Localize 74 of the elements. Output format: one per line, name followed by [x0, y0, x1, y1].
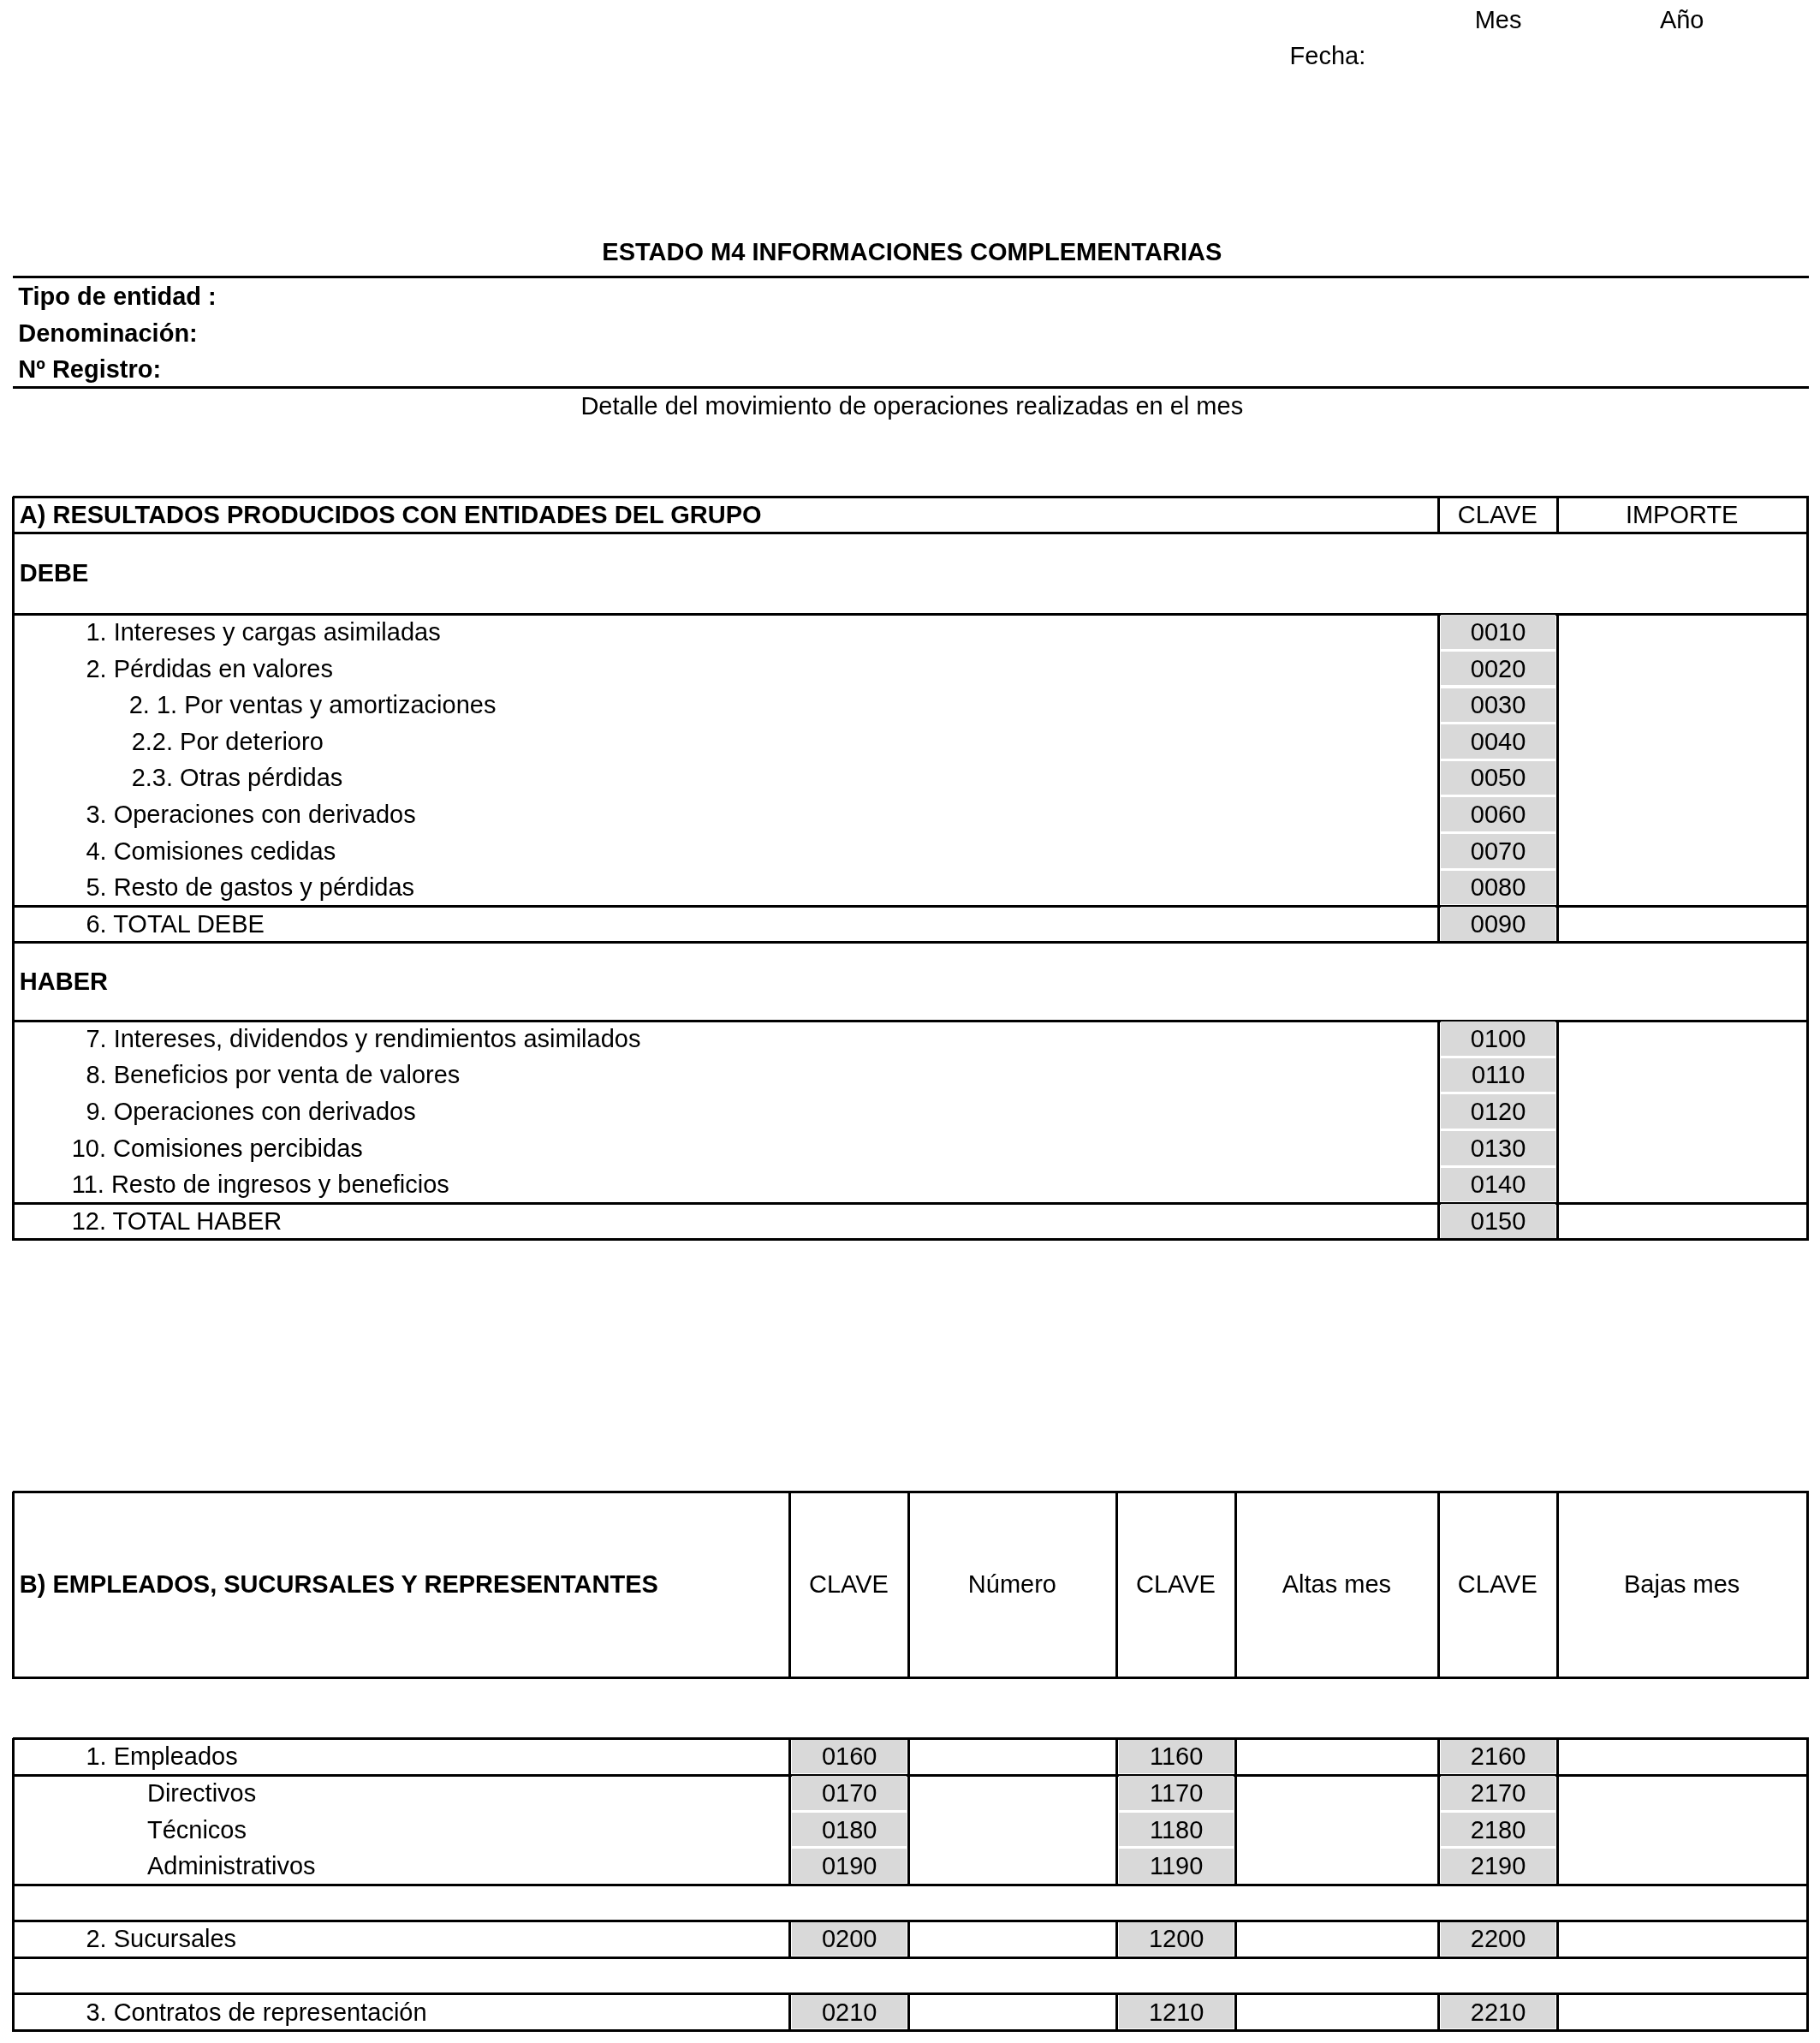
section-heading: B) EMPLEADOS, SUCURSALES Y REPRESENTANTES: [18, 1569, 659, 1600]
row-label: 9. Operaciones con derivados: [85, 1097, 417, 1127]
key-code: 0150: [1441, 1204, 1556, 1238]
row-label: 10. Comisiones percibidas: [70, 1133, 364, 1164]
key-code: 0130: [1441, 1130, 1556, 1165]
key-code: 0080: [1441, 870, 1556, 905]
field-label: Mes: [1473, 4, 1523, 35]
key-code: 0020: [1441, 651, 1556, 686]
key-code: 1170: [1119, 1776, 1234, 1810]
subtitle-text: Detalle del movimiento de operaciones realizadas en el mes: [580, 390, 1245, 421]
row-label: 1. Intereses y cargas asimiladas: [85, 616, 442, 647]
key-code: 2190: [1441, 1849, 1556, 1884]
row-label: 4. Comisiones cedidas: [85, 836, 337, 867]
key-code: 2160: [1441, 1739, 1556, 1774]
key-code: 0120: [1441, 1094, 1556, 1129]
key-code: 0180: [792, 1812, 907, 1847]
key-code: 1200: [1119, 1921, 1234, 1957]
column-header: Número: [967, 1569, 1057, 1600]
row-label: 12. TOTAL HABER: [70, 1206, 283, 1236]
row-label: 2. 1. Por ventas y amortizaciones: [128, 690, 497, 721]
key-code: 0110: [1441, 1057, 1556, 1093]
column-header: Altas mes: [1281, 1569, 1393, 1600]
column-header: CLAVE: [1134, 1569, 1216, 1600]
row-label: 3. Operaciones con derivados: [85, 800, 417, 830]
key-code: 2180: [1441, 1812, 1556, 1847]
key-code: 0160: [792, 1739, 907, 1774]
key-code: 0100: [1441, 1022, 1556, 1056]
key-code: 0190: [792, 1849, 907, 1884]
key-code: 0090: [1441, 907, 1556, 941]
key-code: 1160: [1119, 1739, 1234, 1774]
row-label: 11. Resto de ingresos y beneficios: [70, 1170, 450, 1200]
key-code: 0140: [1441, 1167, 1556, 1202]
row-label: Administrativos: [146, 1851, 317, 1882]
key-code: 2200: [1441, 1921, 1556, 1957]
field-label: Denominación:: [18, 318, 199, 348]
row-label: Directivos: [146, 1778, 258, 1808]
key-code: 0200: [792, 1921, 907, 1957]
row-label: 3. Contratos de representación: [85, 1997, 428, 2028]
row-label: Técnicos: [146, 1814, 247, 1845]
row-label: 7. Intereses, dividendos y rendimientos asimilados: [85, 1023, 642, 1054]
field-label: Tipo de entidad :: [18, 282, 217, 313]
row-label: 5. Resto de gastos y pérdidas: [85, 873, 416, 903]
column-header: IMPORTE: [1624, 500, 1740, 530]
key-code: 1190: [1119, 1849, 1234, 1884]
field-label: Nº Registro:: [18, 354, 163, 384]
key-code: 0060: [1441, 797, 1556, 831]
key-code: 0050: [1441, 760, 1556, 795]
field-label: Fecha:: [1289, 41, 1367, 72]
row-label: 2.3. Otras pérdidas: [130, 763, 344, 794]
key-code: 1210: [1119, 1994, 1234, 2029]
row-label: 2.2. Por deterioro: [130, 726, 324, 757]
key-code: 0170: [792, 1776, 907, 1810]
group-heading: HABER: [18, 966, 109, 997]
column-header: CLAVE: [1456, 500, 1538, 530]
key-code: 1180: [1119, 1812, 1234, 1847]
row-label: 8. Beneficios por venta de valores: [85, 1060, 461, 1091]
key-code: 2170: [1441, 1776, 1556, 1810]
column-header: CLAVE: [1456, 1569, 1538, 1600]
form-title: ESTADO M4 INFORMACIONES COMPLEMENTARIAS: [601, 237, 1223, 268]
row-label: 2. Pérdidas en valores: [85, 653, 334, 684]
section-heading: A) RESULTADOS PRODUCIDOS CON ENTIDADES DEL GRUPO: [18, 500, 763, 530]
key-code: 0040: [1441, 724, 1556, 759]
row-label: 2. Sucursales: [85, 1924, 238, 1955]
key-code: 0210: [792, 1994, 907, 2029]
key-code: 2210: [1441, 1994, 1556, 2029]
key-code: 0030: [1441, 688, 1556, 723]
field-label: Año: [1658, 4, 1705, 35]
row-label: 1. Empleados: [85, 1742, 239, 1772]
row-label: 6. TOTAL DEBE: [85, 908, 265, 939]
group-heading: DEBE: [18, 558, 90, 589]
key-code: 0070: [1441, 833, 1556, 868]
column-header: Bajas mes: [1622, 1569, 1741, 1600]
key-code: 0010: [1441, 615, 1556, 649]
column-header: CLAVE: [808, 1569, 889, 1600]
